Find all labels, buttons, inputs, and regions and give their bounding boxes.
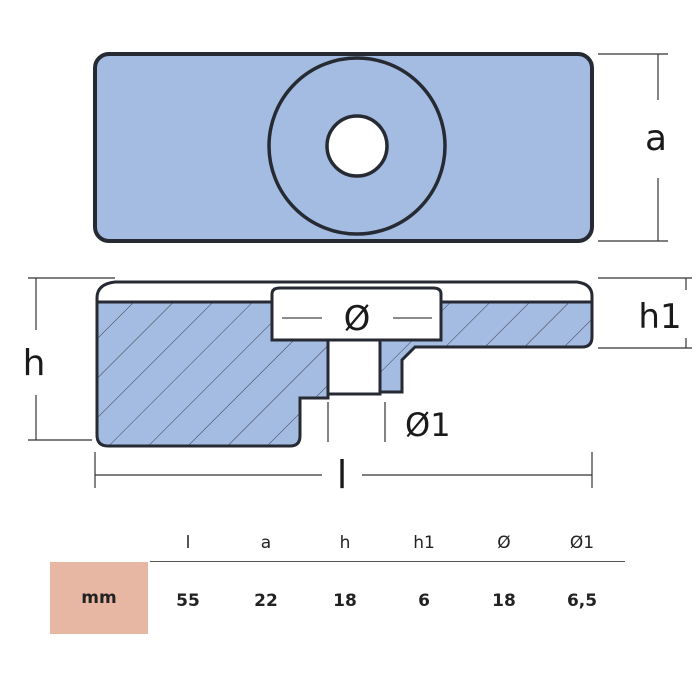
value-diameter1: 6,5 xyxy=(566,591,598,611)
label-a: a xyxy=(645,118,667,159)
header-h: h xyxy=(339,533,351,553)
top-view-hole xyxy=(325,114,389,178)
dimension-h xyxy=(28,277,115,441)
table-header-row: l a h h1 Ø Ø1 xyxy=(50,525,630,561)
header-l: l xyxy=(185,533,191,553)
section-body-right xyxy=(378,300,594,394)
section-view xyxy=(95,280,594,448)
label-diameter: Ø xyxy=(344,299,371,339)
label-diameter1: Ø1 xyxy=(405,406,451,444)
label-l: l xyxy=(337,453,348,497)
dimension-l xyxy=(94,452,593,488)
section-counterbore xyxy=(270,286,443,342)
value-h1: 6 xyxy=(418,591,430,611)
value-h: 18 xyxy=(333,591,357,611)
table-header-divider xyxy=(150,561,625,562)
dimension-h1 xyxy=(598,277,692,349)
top-view xyxy=(93,52,594,243)
value-l: 55 xyxy=(176,591,200,611)
label-h: h xyxy=(23,343,46,384)
dimension-a xyxy=(598,53,668,242)
value-a: 22 xyxy=(254,591,278,611)
header-diameter1: Ø1 xyxy=(569,533,595,553)
header-diameter: Ø xyxy=(497,533,511,553)
header-h1: h1 xyxy=(413,533,435,553)
value-diameter: 18 xyxy=(492,591,516,611)
dimension-diameter1 xyxy=(327,402,386,442)
section-body xyxy=(95,300,330,448)
section-hole xyxy=(326,338,382,396)
header-a: a xyxy=(260,533,272,553)
label-h1: h1 xyxy=(638,297,681,337)
unit-cell: mm xyxy=(50,562,148,634)
